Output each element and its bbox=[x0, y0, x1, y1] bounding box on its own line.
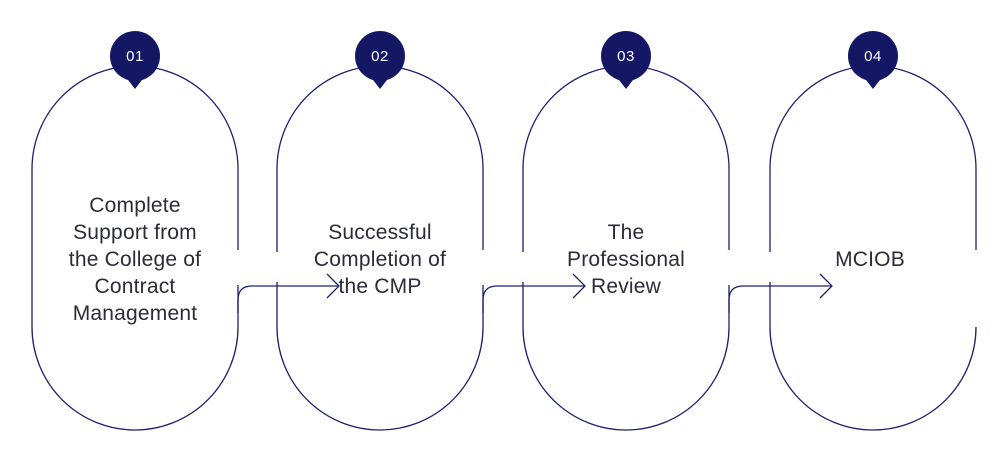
wall-opening bbox=[520, 252, 526, 282]
connector-arrow bbox=[482, 285, 585, 313]
step-number: 02 bbox=[371, 47, 389, 65]
step-outline bbox=[31, 65, 239, 431]
step-label-text: Successful Completion of the CMP bbox=[313, 220, 447, 298]
step-outline bbox=[522, 65, 730, 431]
step-label-text: Complete Support from the College of Con… bbox=[68, 193, 202, 325]
step-number: 04 bbox=[864, 47, 882, 65]
connector-arrow bbox=[728, 285, 832, 313]
step-label: Complete Support from the College of Con… bbox=[40, 184, 230, 334]
arrow-head bbox=[326, 273, 340, 299]
step-label: Successful Completion of the CMP bbox=[285, 204, 475, 314]
step-label-text: MCIOB bbox=[835, 247, 905, 271]
step-number: 01 bbox=[126, 47, 144, 65]
arrow-head bbox=[572, 273, 586, 299]
step-label: MCIOB bbox=[775, 234, 965, 284]
step-number: 03 bbox=[617, 47, 635, 65]
step-label-text: The Professional Review bbox=[567, 220, 685, 298]
step-outline bbox=[276, 65, 484, 431]
step-label: The Professional Review bbox=[531, 204, 721, 314]
badge-circle bbox=[848, 31, 898, 81]
badge-circle bbox=[355, 31, 405, 81]
wall-opening bbox=[274, 252, 280, 282]
badge-circle bbox=[601, 31, 651, 81]
connector-arrow bbox=[237, 285, 339, 313]
step-outline bbox=[769, 65, 977, 431]
arrow-head bbox=[819, 273, 833, 299]
badge-circle bbox=[110, 31, 160, 81]
wall-opening bbox=[767, 252, 773, 282]
